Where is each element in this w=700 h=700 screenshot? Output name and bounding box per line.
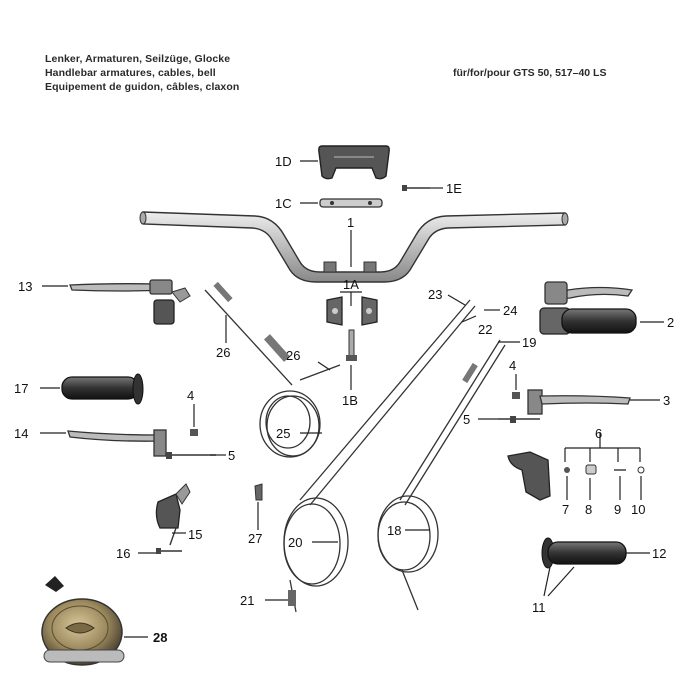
bell [41,576,125,666]
right-grip [541,537,627,569]
screw-16 [156,548,182,554]
part-10 [637,466,645,474]
part-27 [254,483,263,501]
leader-23 [447,294,466,306]
label-15: 15 [188,527,202,542]
label-7: 7 [562,502,569,517]
label-26a: 26 [216,345,230,360]
cable-19 [399,339,501,501]
label-6: 6 [595,426,602,441]
label-18: 18 [387,523,401,538]
coiled-cable-20 [283,497,349,587]
screw-left [166,452,216,459]
title-german: Lenker, Armaturen, Seilzüge, Glocke [45,53,231,65]
label-23: 23 [428,287,442,302]
label-11: 11 [532,600,546,615]
clutch-lever-assembly [69,279,191,325]
switch-housing-6 [507,451,551,501]
label-17: 17 [14,381,28,396]
handlebar-clamp [326,296,378,326]
left-grip [61,373,144,405]
label-28: 28 [153,630,167,645]
label-24: 24 [503,303,517,318]
label-26b: 26 [286,348,300,363]
label-1b: 1B [342,393,358,408]
throttle-assembly [539,281,637,335]
clamp-bolt [346,329,357,361]
title-french: Equipement de guidon, câbles, claxon [45,81,240,93]
instrument-housing [318,145,390,180]
title-english: Handlebar armatures, cables, bell [45,67,216,79]
screw-right [498,416,540,423]
pin-left [190,429,198,436]
leader-11a [543,566,551,597]
label-22: 22 [478,322,492,337]
label-19: 19 [522,335,536,350]
label-2: 2 [667,315,674,330]
label-16: 16 [116,546,130,561]
label-5a: 5 [228,448,235,463]
label-4a: 4 [187,388,194,403]
label-8: 8 [585,502,592,517]
coiled-cable-18 [377,495,439,573]
label-1d: 1D [275,154,292,169]
label-1c: 1C [275,196,292,211]
label-13: 13 [18,279,32,294]
leader-26b [317,361,331,371]
label-14: 14 [14,426,28,441]
label-10: 10 [631,502,645,517]
label-1: 1 [347,215,354,230]
model-label: für/for/pour GTS 50, 517–40 LS [453,67,607,79]
screw-1e [402,185,430,191]
cable-end-18 [401,569,419,611]
brake-lever-left [67,429,167,457]
switch-unit [155,483,191,546]
cable-19b [404,344,506,506]
label-1e: 1E [446,181,462,196]
label-5b: 5 [463,412,470,427]
cable-adjuster-left [204,281,293,386]
label-9: 9 [614,502,621,517]
label-3: 3 [663,393,670,408]
part-7 [564,467,570,473]
part-8 [585,464,597,475]
leader-11b [547,566,575,597]
label-27: 27 [248,531,262,546]
pin-right [512,392,520,399]
label-20: 20 [288,535,302,550]
cable-23b [309,305,476,506]
cable-segment [299,364,341,381]
label-4b: 4 [509,358,516,373]
clamp-plate [319,198,383,208]
cable-23 [299,299,471,501]
cable-nipple-21 [288,590,296,606]
label-25: 25 [276,426,290,441]
coiled-cable-25 [259,390,321,458]
label-12: 12 [652,546,666,561]
brake-lever-right [527,389,631,415]
label-21: 21 [240,593,254,608]
label-1a: 1A [343,277,359,292]
leader-22 [461,315,477,323]
handlebar [139,211,569,283]
